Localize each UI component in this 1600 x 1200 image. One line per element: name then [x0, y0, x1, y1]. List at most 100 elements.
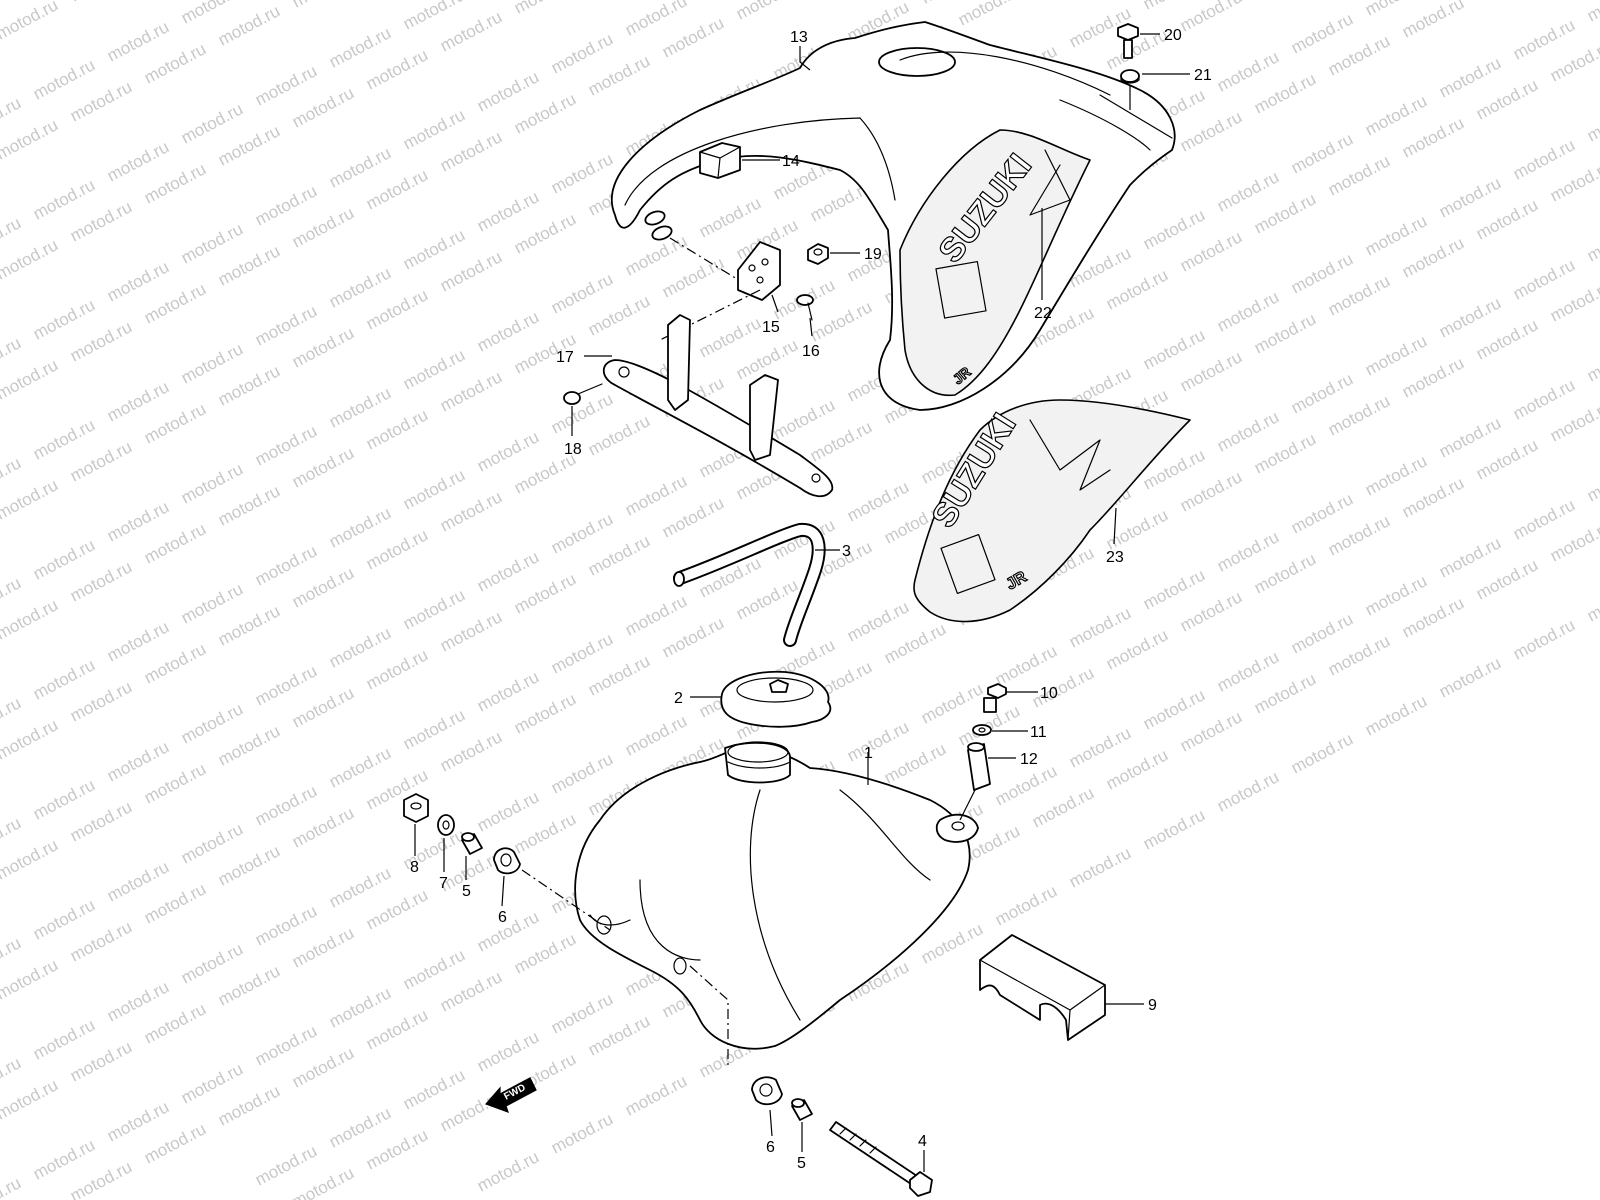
fwd-arrow-icon: FWD	[484, 1077, 537, 1113]
watermark-text: motod.ru	[437, 127, 505, 175]
callout-6-left: 6	[498, 909, 507, 926]
watermark-text: motod.ru	[1029, 783, 1097, 831]
watermark-text: motod.ru	[474, 547, 542, 595]
watermark-text: motod.ru	[1473, 315, 1541, 363]
grommet-6-bottom	[751, 1076, 783, 1106]
callout-11: 11	[1030, 724, 1047, 741]
watermark-text: motod.ru	[0, 1173, 24, 1200]
watermark-text: motod.ru	[178, 699, 246, 747]
watermark-text: motod.ru	[363, 1005, 431, 1053]
watermark-text: motod.ru	[474, 427, 542, 475]
watermark-text: motod.ru	[1177, 227, 1245, 275]
watermark-text: motod.ru	[1288, 729, 1356, 777]
watermark-text: motod.ru	[178, 819, 246, 867]
watermark-text: motod.ru	[215, 481, 283, 529]
watermark-text: motod.ru	[807, 297, 875, 345]
watermark-text: motod.ru	[1288, 489, 1356, 537]
watermark-text: motod.ru	[1399, 113, 1467, 161]
bolt-20	[1117, 23, 1139, 59]
watermark-text: motod.ru	[178, 99, 246, 147]
watermark-text: motod.ru	[1510, 15, 1578, 63]
watermark-text: motod.ru	[437, 367, 505, 415]
watermark-text: motod.ru	[1251, 429, 1319, 477]
callout-23: 23	[1106, 549, 1124, 566]
watermark-text: motod.ru	[622, 471, 690, 519]
watermark-text: motod.ru	[1177, 107, 1245, 155]
callout-numbers: 13 14 19 15 16 17 18 20 21 22 23 3 2 1 1…	[410, 27, 1212, 1172]
watermark-text: motod.ru	[474, 187, 542, 235]
watermark-text: motod.ru	[400, 225, 468, 273]
callout-5-left: 5	[462, 883, 471, 900]
watermark-text: motod.ru	[1251, 669, 1319, 717]
watermark-text: motod.ru	[585, 51, 653, 99]
watermark-text: motod.ru	[1510, 495, 1578, 543]
watermark-text: motod.ru	[992, 881, 1060, 929]
watermark-text: motod.ru	[511, 929, 579, 977]
watermark-text: motod.ru	[178, 339, 246, 387]
callout-21: 21	[1194, 67, 1212, 84]
watermark-text: motod.ru	[252, 1141, 320, 1189]
watermark-text: motod.ru	[30, 1135, 98, 1183]
fuel-cap	[720, 670, 832, 728]
watermark-text: motod.ru	[1584, 0, 1600, 26]
watermark-text: motod.ru	[67, 0, 135, 6]
watermark-text: motod.ru	[178, 579, 246, 627]
watermark-text: motod.ru	[67, 1157, 135, 1200]
watermark-text: motod.ru	[141, 519, 209, 567]
watermark-text: motod.ru	[992, 761, 1060, 809]
fuel-tank	[574, 741, 979, 1050]
watermark-text: motod.ru	[1436, 53, 1504, 101]
watermark-text: motod.ru	[1362, 211, 1430, 259]
watermark-text: motod.ru	[326, 743, 394, 791]
watermark-text: motod.ru	[104, 17, 172, 65]
watermark-text: motod.ru	[1399, 473, 1467, 521]
watermark-text: motod.ru	[141, 999, 209, 1047]
watermark-text: motod.ru	[30, 55, 98, 103]
watermark-text: motod.ru	[733, 0, 801, 24]
watermark-text: motod.ru	[1362, 691, 1430, 739]
watermark-text: motod.ru	[585, 1011, 653, 1059]
watermark-text: motod.ru	[400, 465, 468, 513]
collar-12	[967, 742, 991, 791]
watermark-text: motod.ru	[289, 443, 357, 491]
watermark-text: motod.ru	[1473, 555, 1541, 603]
watermark-text: motod.ru	[511, 209, 579, 257]
watermark-text: motod.ru	[1214, 287, 1282, 335]
watermark-text: motod.ru	[67, 917, 135, 965]
watermark-text: motod.ru	[1251, 189, 1319, 237]
watermark-text: motod.ru	[548, 629, 616, 677]
watermark-text: motod.ru	[326, 23, 394, 71]
watermark-text: motod.ru	[0, 955, 61, 1003]
watermark-text: motod.ru	[1177, 587, 1245, 635]
watermark-text: motod.ru	[585, 411, 653, 459]
watermark-text: motod.ru	[289, 83, 357, 131]
watermark-text: motod.ru	[289, 683, 357, 731]
watermark-text: motod.ru	[548, 269, 616, 317]
watermark-text: motod.ru	[1547, 37, 1600, 85]
watermark-text: motod.ru	[30, 175, 98, 223]
watermark-text: motod.ru	[1584, 577, 1600, 625]
callout-10: 10	[1040, 685, 1058, 702]
watermark-text: motod.ru	[437, 967, 505, 1015]
watermark-text: motod.ru	[1399, 593, 1467, 641]
watermark-text: motod.ru	[585, 291, 653, 339]
watermark-text: motod.ru	[955, 0, 1023, 30]
watermark-text: motod.ru	[0, 835, 61, 883]
callout-19: 19	[864, 246, 882, 263]
watermark-text: motod.ru	[1214, 167, 1282, 215]
watermark-text: motod.ru	[1103, 505, 1171, 553]
watermark-text: motod.ru	[141, 639, 209, 687]
watermark-text: motod.ru	[289, 203, 357, 251]
watermark-text: motod.ru	[1251, 309, 1319, 357]
watermark-text: motod.ru	[326, 623, 394, 671]
nut-19	[807, 243, 829, 265]
watermark-text: motod.ru	[1177, 467, 1245, 515]
watermark-text: motod.ru	[659, 13, 727, 61]
watermark-text: motod.ru	[363, 525, 431, 573]
watermark-text: motod.ru	[0, 1075, 61, 1123]
watermark-text: motod.ru	[1066, 843, 1134, 891]
watermark-text: motod.ru	[215, 601, 283, 649]
watermark-text: motod.ru	[1473, 75, 1541, 123]
watermark-text: motod.ru	[844, 597, 912, 645]
watermark-text: motod.ru	[67, 437, 135, 485]
